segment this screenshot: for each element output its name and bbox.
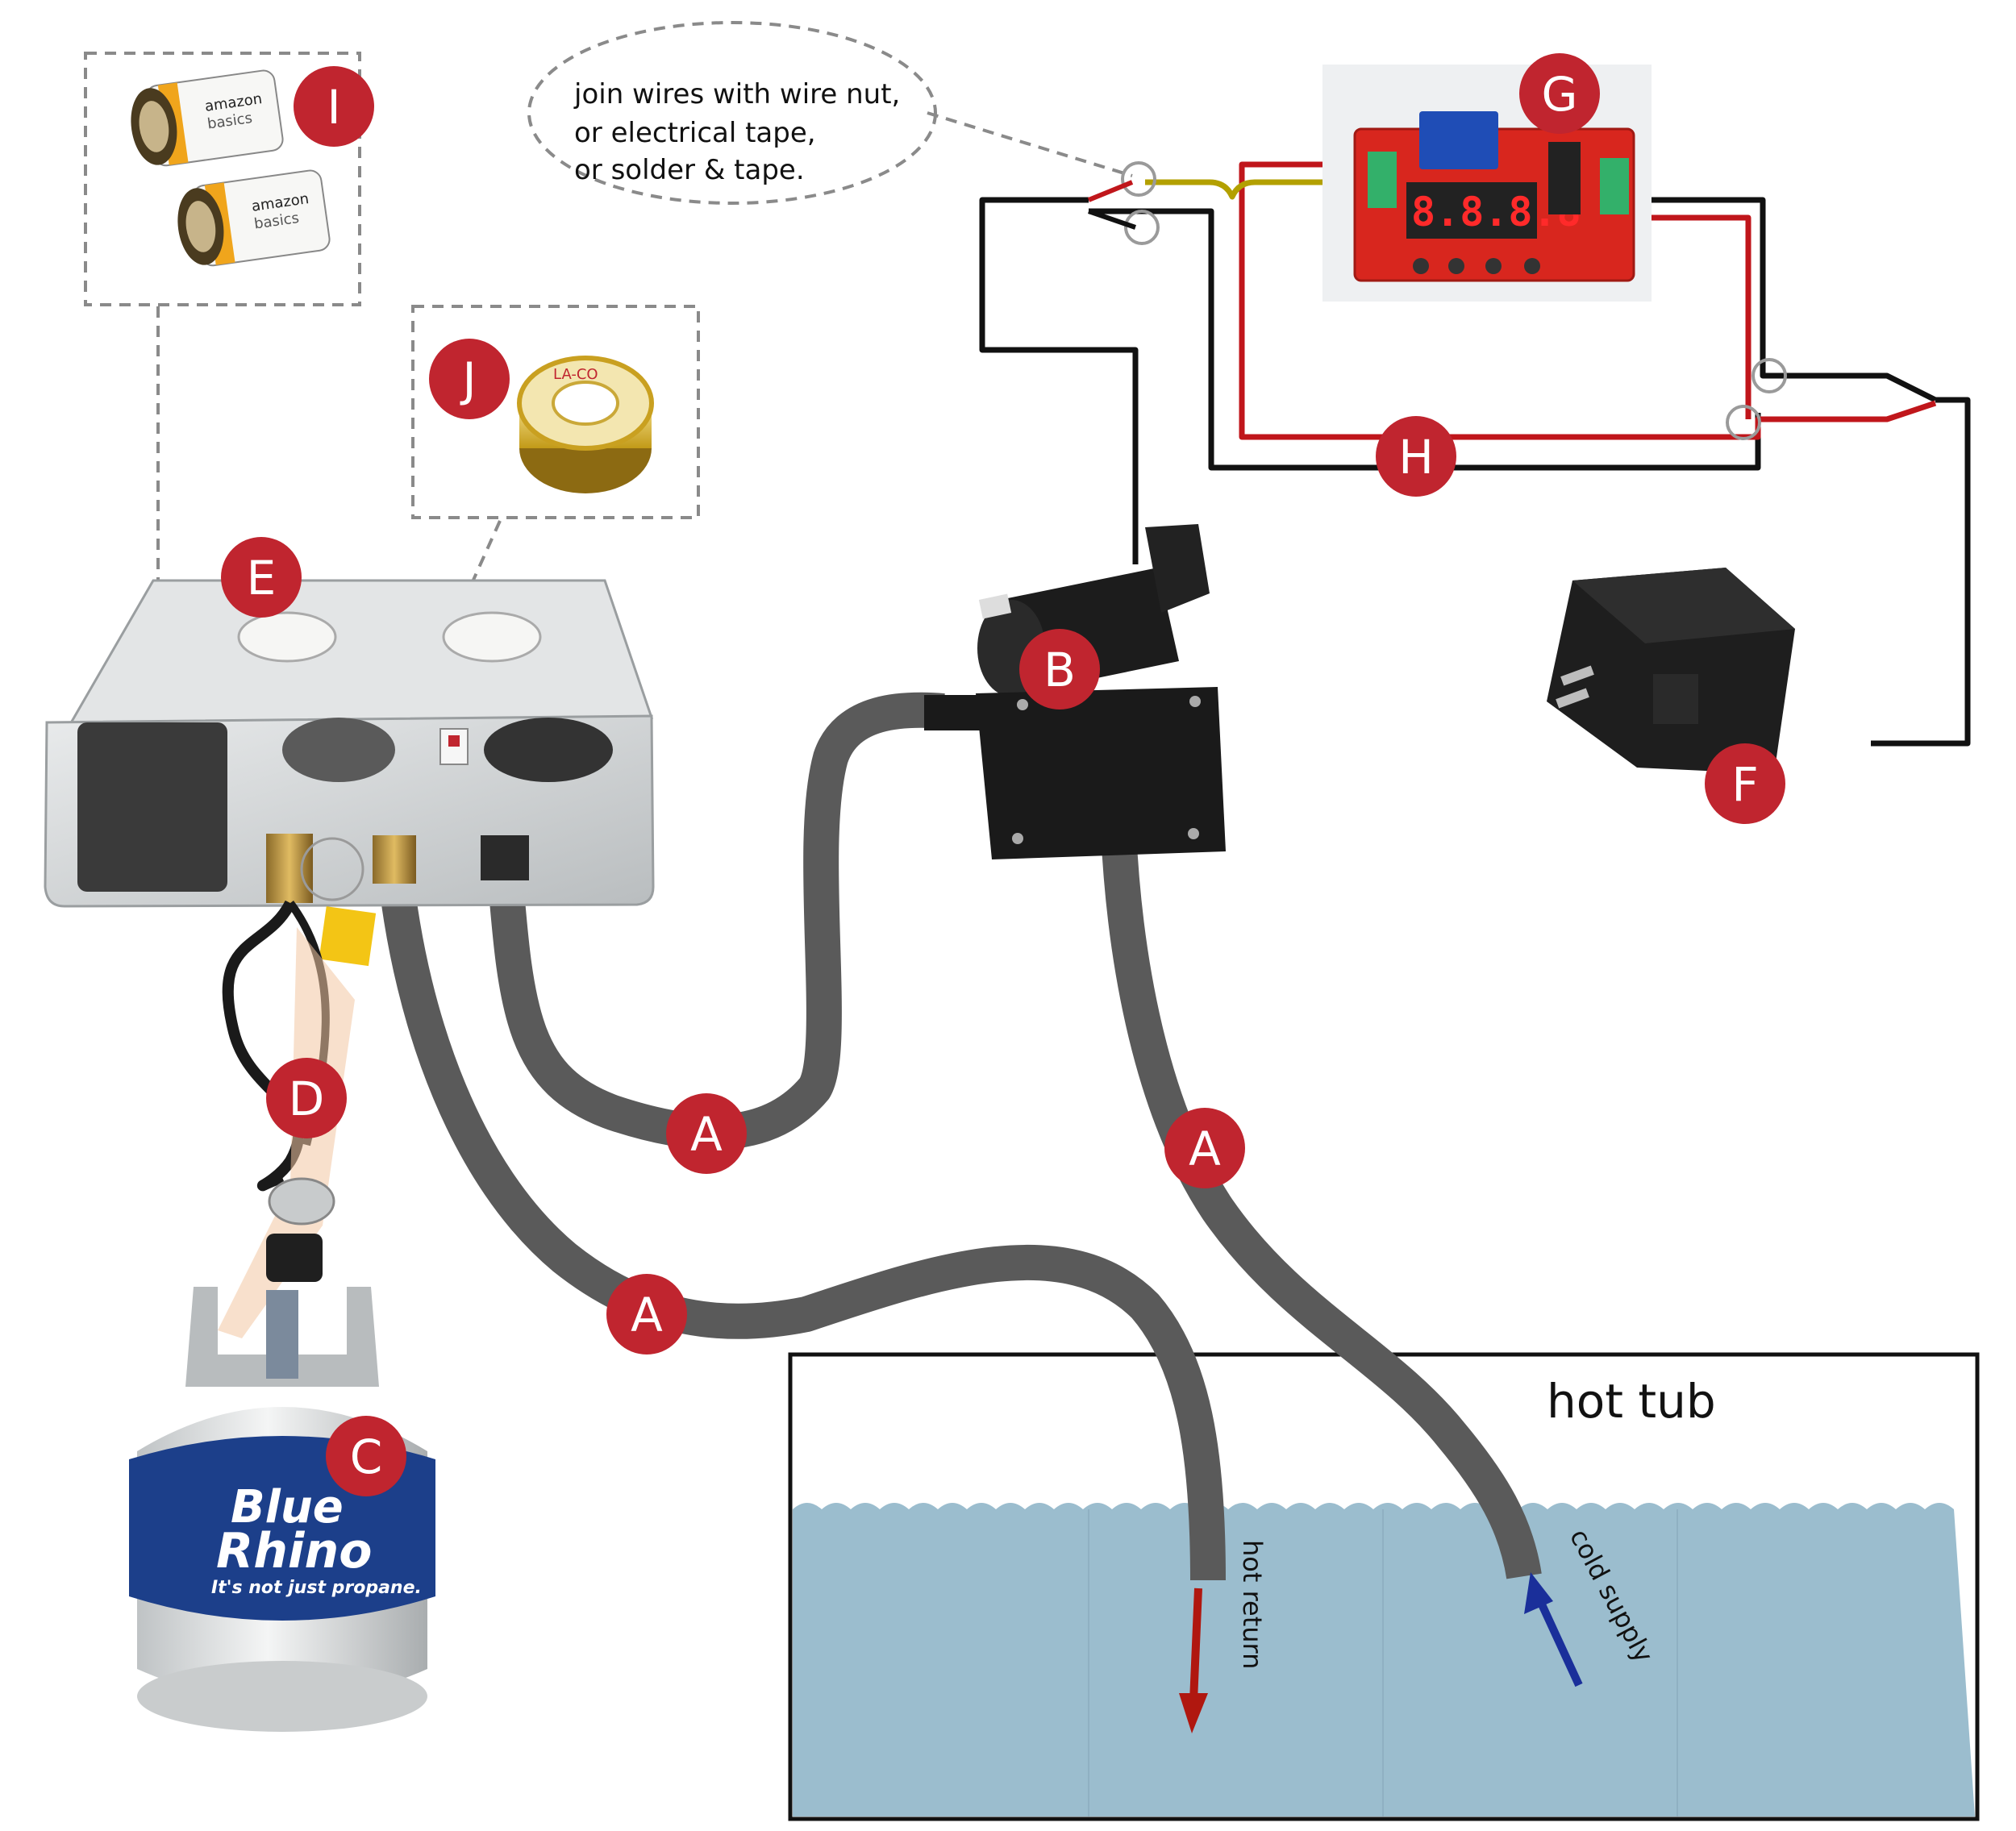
- hot-outlet-fitting: [373, 835, 416, 884]
- wire-junctions: [1121, 161, 1787, 440]
- board-button-sw: [1448, 258, 1464, 274]
- wire-black-pump: [979, 197, 1139, 564]
- badge-i: I: [294, 66, 374, 147]
- heater-knob-right: [442, 611, 542, 663]
- heater-vent-right: [484, 718, 613, 782]
- wire-black-board: [1645, 197, 1937, 403]
- badge-g: G: [1519, 53, 1600, 134]
- svg-text:A: A: [1189, 1121, 1221, 1176]
- battery-1: amazon basics: [131, 69, 284, 167]
- gas-regulator: [268, 1177, 335, 1226]
- gas-inlet-fitting: [266, 834, 313, 903]
- badge-d: D: [266, 1058, 347, 1138]
- tape-inset: LA-CO: [411, 305, 700, 519]
- wire-red-loop: [1239, 161, 1937, 440]
- wire-join-callout: join wires with wire nut, or electrical …: [527, 21, 1133, 205]
- wire-yellow: [1145, 179, 1379, 200]
- svg-text:D: D: [289, 1072, 325, 1126]
- badge-a-middle: A: [606, 1274, 687, 1355]
- badge-a-right: A: [1164, 1108, 1245, 1188]
- hot-tub: hot tub: [788, 1352, 1980, 1821]
- terminal-right: [1600, 158, 1629, 214]
- power-adapter: [1547, 568, 1795, 774]
- propane-tank: Blue Rhino It's not just propane.: [129, 1287, 435, 1732]
- hose-heater-to-pump: [487, 692, 945, 1150]
- callout-bubble: [527, 21, 937, 205]
- badge-e: E: [221, 537, 302, 618]
- heater-knob-left: [237, 611, 337, 663]
- svg-text:LA-CO: LA-CO: [553, 366, 598, 383]
- tape-inset-frame: [411, 305, 700, 519]
- water-heater: [44, 579, 655, 967]
- cold-inlet-fitting: [481, 835, 529, 880]
- board-button-num-minus: [1524, 258, 1540, 274]
- badge-a-left: A: [666, 1093, 747, 1174]
- hot-return-arrow: [1179, 1588, 1208, 1733]
- wire-black-adapter: [1871, 397, 1971, 747]
- svg-text:F: F: [1731, 757, 1758, 812]
- tank-brand-line-1: Blue: [231, 1481, 344, 1533]
- svg-text:A: A: [631, 1288, 663, 1342]
- badge-c: C: [326, 1416, 406, 1496]
- svg-text:B: B: [1043, 643, 1076, 697]
- tank-tagline: It's not just propane.: [211, 1578, 422, 1598]
- cold-supply-arrow: [1524, 1572, 1583, 1687]
- terminal-left: [1368, 152, 1397, 208]
- svg-text:E: E: [247, 551, 277, 605]
- svg-text:G: G: [1542, 67, 1578, 122]
- tank-collar: [185, 1287, 379, 1387]
- wires: [979, 161, 1971, 747]
- gas-coupler: [266, 1234, 323, 1282]
- junction-upper-right: [1752, 358, 1787, 393]
- hose-hot-return: [377, 868, 1226, 1581]
- svg-text:C: C: [350, 1429, 383, 1484]
- svg-text:H: H: [1398, 430, 1434, 485]
- board-button-set: [1413, 258, 1429, 274]
- thread-tape-roll: LA-CO: [517, 356, 654, 493]
- hoses: [377, 692, 1542, 1581]
- hot-tub-title: hot tub: [1547, 1374, 1716, 1429]
- badge-h: H: [1376, 416, 1456, 497]
- svg-text:I: I: [327, 80, 340, 135]
- wire-red-board: [1645, 214, 1752, 419]
- hot-return-label: hot return: [1237, 1540, 1268, 1669]
- heater-vent-left: [282, 718, 395, 782]
- relay-cube: [1419, 111, 1498, 169]
- svg-text:A: A: [690, 1107, 723, 1162]
- wire-black-bottom: [1089, 208, 1761, 471]
- junction-lower-left: [1124, 210, 1160, 245]
- badge-j: J: [429, 339, 510, 419]
- badges: I J E G H B F D A A A C: [221, 53, 1785, 1496]
- warning-tag: [319, 906, 377, 967]
- led-display: [1406, 182, 1537, 239]
- callout-line-3: or solder & tape.: [574, 154, 805, 186]
- svg-text:J: J: [460, 352, 476, 407]
- battery-inset-frame: [84, 52, 361, 306]
- tank-brand-line-2: Rhino: [216, 1523, 372, 1579]
- badge-f: F: [1705, 743, 1785, 824]
- junction-lower-right: [1726, 405, 1761, 440]
- callout-line-1: join wires with wire nut,: [573, 78, 900, 110]
- badge-b: B: [1019, 629, 1100, 710]
- battery-compartment: [77, 722, 227, 892]
- junction-upper-left: [1121, 161, 1156, 197]
- tank-base: [137, 1661, 427, 1732]
- callout-leader-line: [927, 111, 1133, 177]
- tank-valve: [266, 1290, 298, 1379]
- battery-inset: amazon basics amazon basics: [84, 52, 361, 306]
- relay-board: 8.8.8.8: [1322, 65, 1652, 302]
- battery-2: amazon basics: [177, 169, 331, 267]
- callout-line-2: or electrical tape,: [574, 117, 816, 149]
- hose-cold-supply: [1101, 829, 1542, 1579]
- board-button-num-plus: [1485, 258, 1502, 274]
- gas-line: [218, 900, 355, 1338]
- heater-top: [67, 579, 654, 727]
